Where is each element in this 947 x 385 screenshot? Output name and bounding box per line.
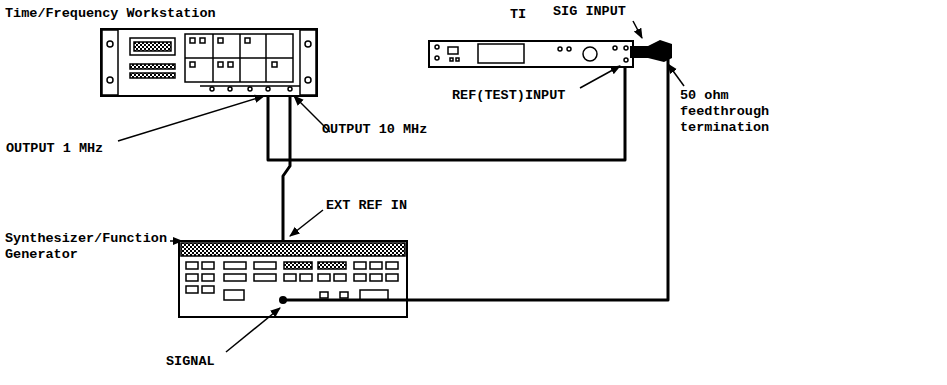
counter-front-panel — [435, 44, 628, 63]
coax-cable — [283, 97, 290, 240]
device-name: TI — [510, 7, 526, 23]
connector-label: SIG INPUT — [553, 4, 626, 20]
leader-arrows — [118, 21, 684, 352]
signal-cable-stub — [283, 299, 406, 302]
coax-cable — [268, 68, 625, 160]
synthesizer-front-panel — [181, 243, 405, 300]
counter-box: TI — [428, 40, 634, 68]
connector-label: EXT REF IN — [326, 198, 407, 214]
connector-label: OUTPUT 10 MHz — [322, 122, 427, 138]
connector-label: REF(TEST)INPUT — [452, 88, 565, 104]
workstation-box: Time/Frequency Workstation — [100, 28, 318, 97]
coax-cable — [408, 52, 668, 300]
connector-label: SIGNAL — [166, 354, 215, 370]
device-name: Time/Frequency Workstation — [5, 6, 216, 22]
workstation-front-panel — [102, 30, 316, 95]
device-name: Synthesizer/Function Generator — [5, 231, 173, 263]
connector-label: 50 ohm feedthrough termination — [680, 88, 780, 137]
connector-label: OUTPUT 1 MHz — [6, 141, 103, 157]
synthesizer-box: Synthesizer/Function Generator — [178, 240, 408, 318]
